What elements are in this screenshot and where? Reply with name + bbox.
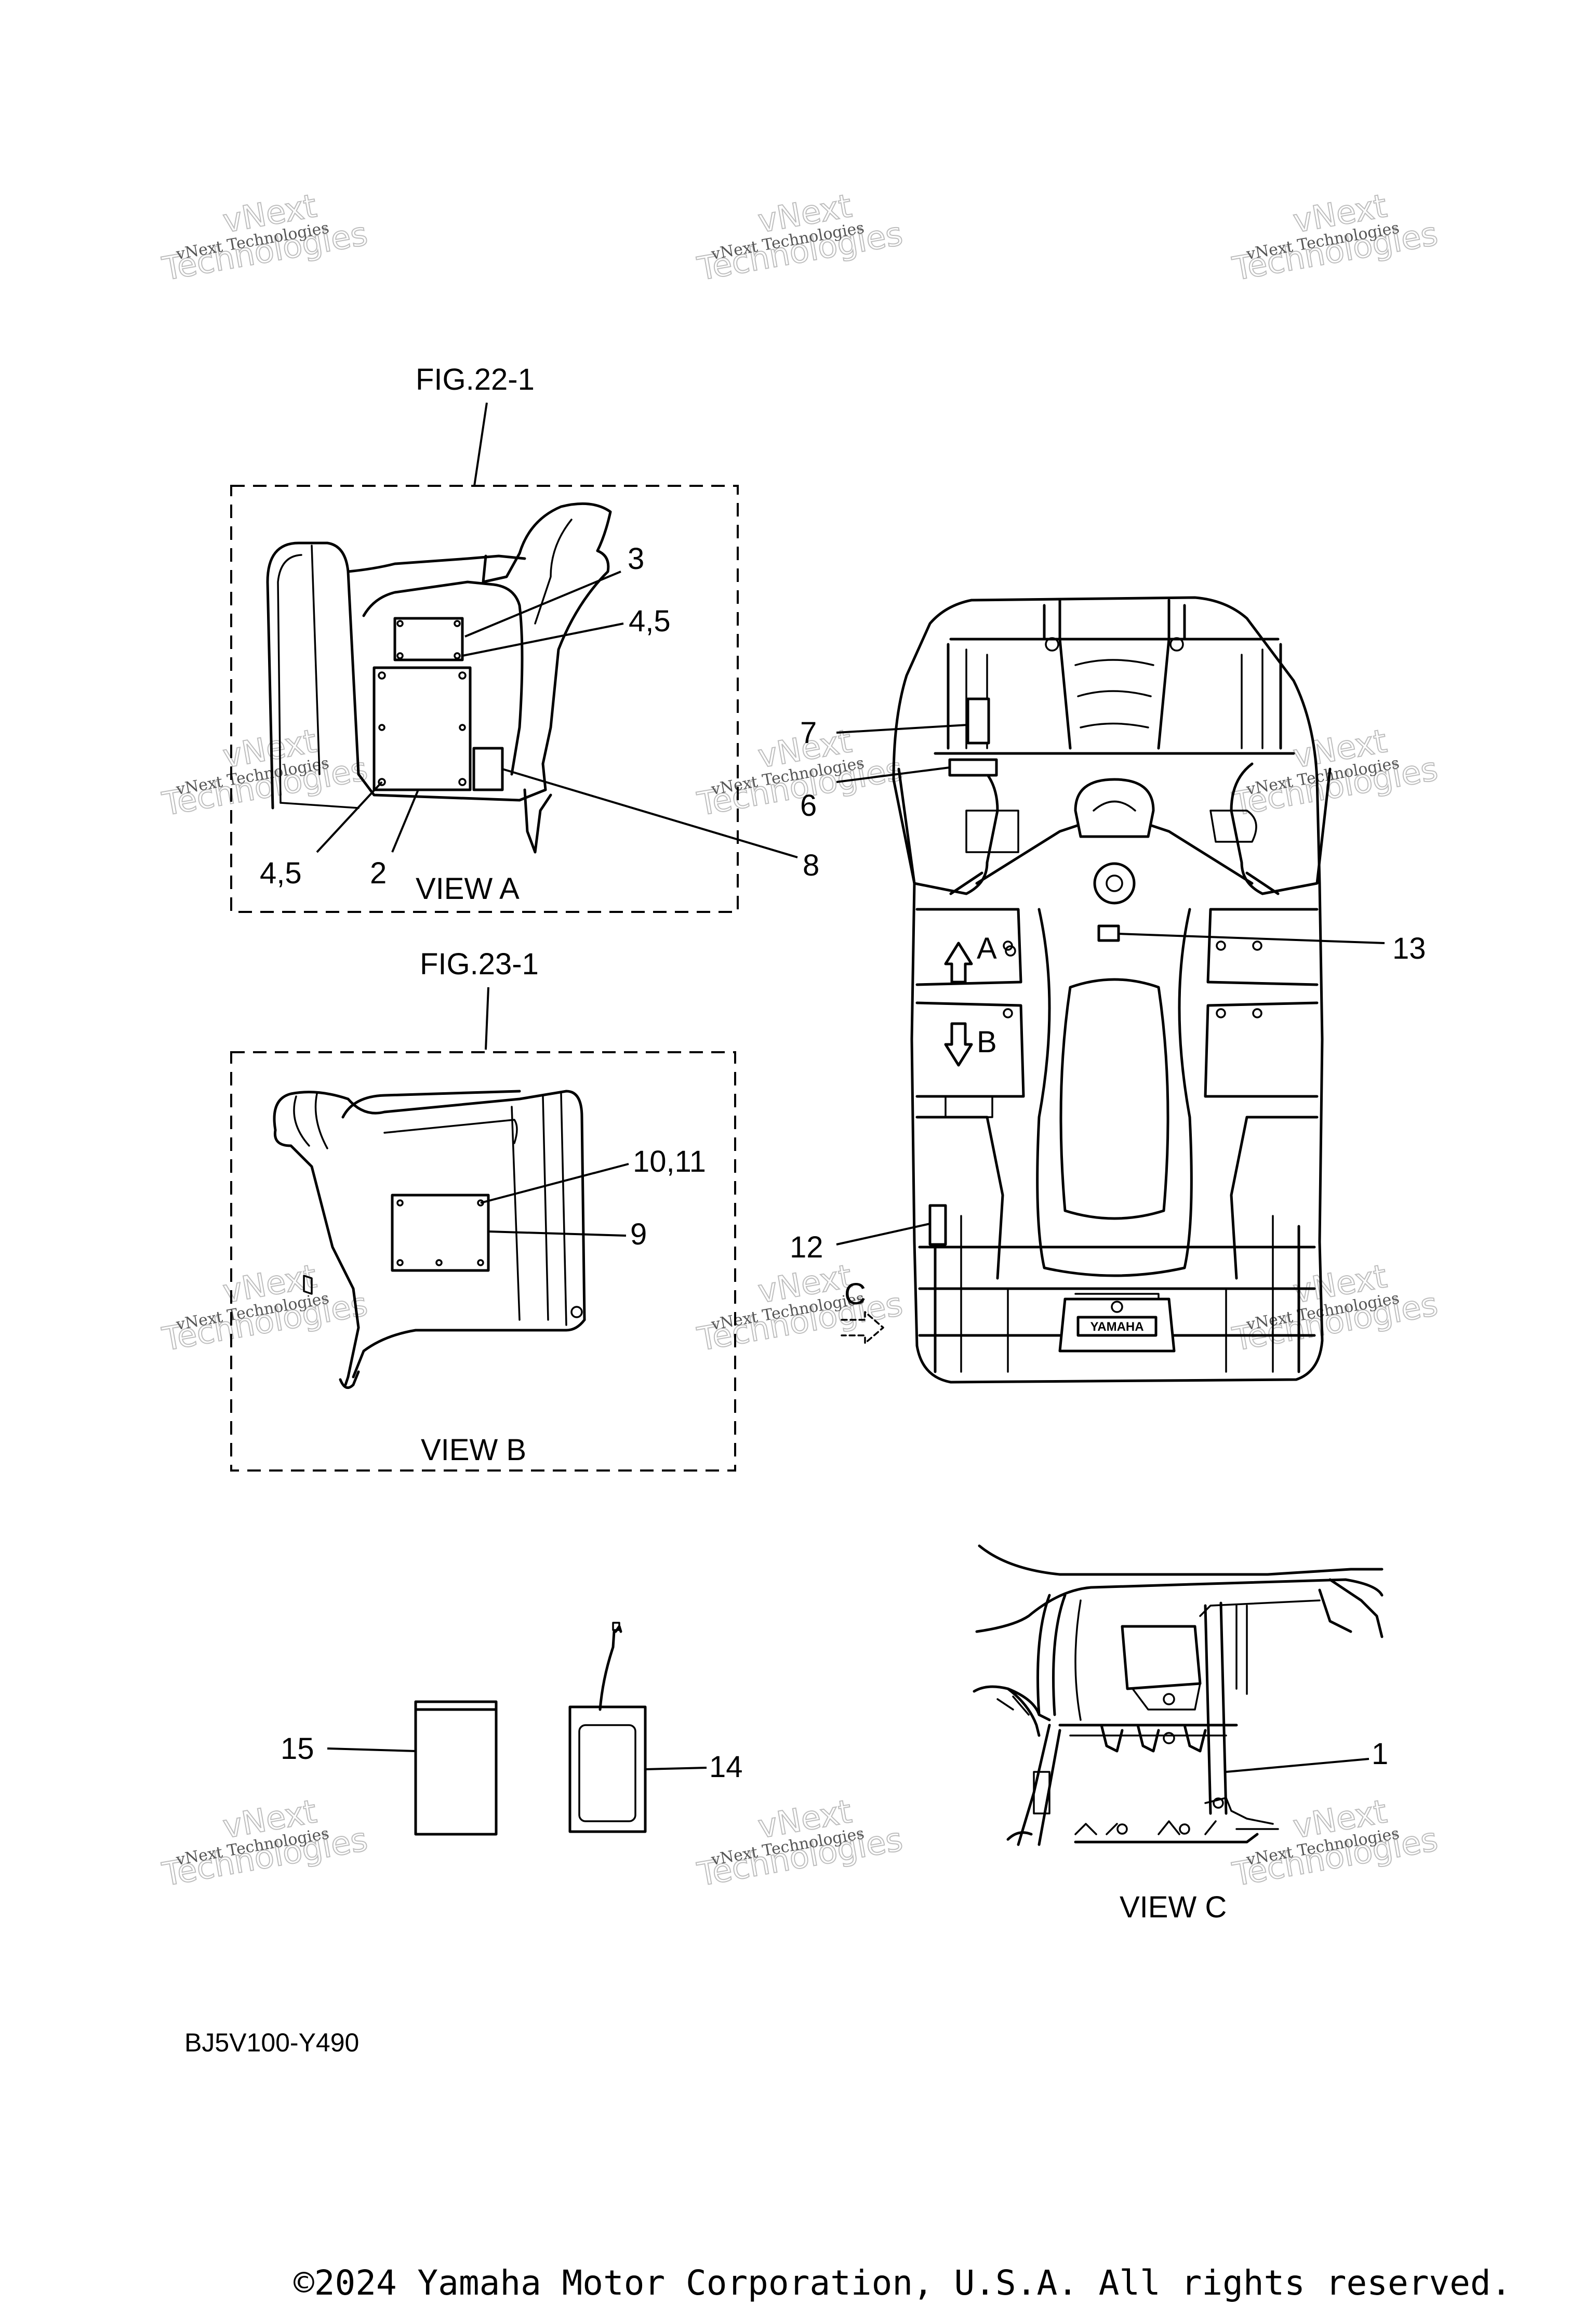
label-13-plate <box>1097 924 1120 942</box>
watermark: Technologies vNext vNext Technologies <box>1229 1792 1441 1894</box>
fig-22-1-leader <box>473 402 488 486</box>
callout-8-leader <box>502 768 798 858</box>
label-6-plate <box>948 758 998 777</box>
callout-14-leader <box>645 1767 707 1770</box>
yamaha-badge-text: YAMAHA <box>1090 1320 1143 1334</box>
watermark: Technologies vNext vNext Technologies <box>694 1792 906 1894</box>
fig-22-1-label: FIG.22-1 <box>416 363 535 396</box>
callout-1: 1 <box>1372 1737 1388 1771</box>
view-b-panel: FIG.23-1 10,11 9 VIEW B <box>230 947 736 1472</box>
callout-1-leader <box>1226 1758 1369 1773</box>
label-7-plate <box>966 697 990 745</box>
arrow-a-label: A <box>977 932 997 965</box>
view-c-title: VIEW C <box>1120 1890 1227 1924</box>
view-a-frame <box>230 485 739 913</box>
callout-4-5-top: 4,5 <box>629 604 671 638</box>
callout-3: 3 <box>628 542 644 576</box>
callout-8: 8 <box>803 849 819 882</box>
arrow-c-label: C <box>844 1277 866 1311</box>
view-a-fender-drawing <box>266 502 612 854</box>
callout-13: 13 <box>1392 932 1426 965</box>
label-9-plate <box>391 1194 490 1272</box>
callout-9-leader <box>488 1230 627 1237</box>
watermark: Technologies vNext vNext Technologies <box>1229 1256 1441 1359</box>
callout-15: 15 <box>281 1732 314 1766</box>
label-8-plate <box>472 747 504 791</box>
callout-7: 7 <box>800 716 817 750</box>
arrow-b-label: B <box>977 1025 997 1059</box>
watermark: Technologies vNext vNext Technologies <box>1229 721 1441 824</box>
callout-12: 12 <box>790 1230 823 1264</box>
callout-2-leader <box>391 789 419 853</box>
callout-14: 14 <box>709 1750 743 1784</box>
label-12-plate <box>928 1204 947 1246</box>
arrow-b-down-icon <box>944 1022 973 1067</box>
callout-4-5-bottom-leader <box>316 781 383 853</box>
label-2-plate <box>373 666 472 791</box>
callout-9: 9 <box>630 1217 647 1251</box>
arrow-a-up-icon <box>944 942 973 984</box>
arrow-c-icon <box>841 1311 884 1344</box>
copyright-notice: ©2024 Yamaha Motor Corporation, U.S.A. A… <box>294 2263 1511 2303</box>
callout-15-leader <box>327 1747 416 1752</box>
watermark: Technologies vNext vNext Technologies <box>159 1792 371 1894</box>
view-b-frame <box>230 1051 736 1472</box>
view-b-fender-drawing <box>273 1090 586 1389</box>
atv-top-view: A B YAMAHA <box>892 596 1332 1384</box>
callout-7-leader <box>836 724 968 734</box>
callout-10-11: 10,11 <box>633 1145 706 1178</box>
diagram-code: BJ5V100-Y490 <box>184 2028 359 2057</box>
watermark: Technologies vNext vNext Technologies <box>1229 186 1441 288</box>
fig-23-1-leader <box>485 987 489 1050</box>
watermark: Technologies vNext vNext Technologies <box>694 1256 906 1359</box>
callout-13-leader <box>1118 933 1385 944</box>
watermark: Technologies vNext vNext Technologies <box>694 186 906 288</box>
fig-23-1-label: FIG.23-1 <box>420 947 539 981</box>
watermark: Technologies vNext vNext Technologies <box>159 186 371 288</box>
callout-2: 2 <box>370 856 387 890</box>
watermark: Technologies vNext vNext Technologies <box>159 1256 371 1359</box>
view-a-title: VIEW A <box>416 872 520 906</box>
callout-6-leader <box>836 766 950 783</box>
callout-4-5-bottom: 4,5 <box>260 856 302 890</box>
label-3-plate <box>393 617 464 661</box>
item-15-booklet <box>414 1700 498 1836</box>
view-b-title: VIEW B <box>421 1433 526 1467</box>
item-14-tag <box>568 1622 647 1833</box>
yamaha-badge <box>1076 1316 1158 1337</box>
view-a-panel: FIG.22-1 <box>230 363 819 913</box>
callout-12-leader <box>836 1223 930 1246</box>
callout-6: 6 <box>800 789 817 823</box>
callout-4-5-top-leader <box>462 622 624 657</box>
callout-3-leader <box>464 571 621 638</box>
view-c-panel <box>973 1544 1384 1846</box>
callout-10-11-leader <box>480 1163 629 1204</box>
